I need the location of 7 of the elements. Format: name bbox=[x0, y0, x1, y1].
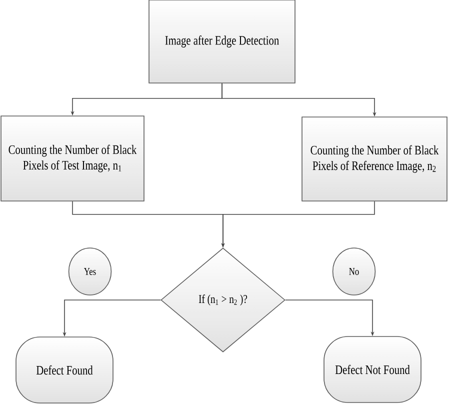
process-box: Image after Edge Detection bbox=[148, 0, 296, 84]
answer-oval: Yes bbox=[68, 248, 112, 296]
process-box: Counting the Number of Black Pixels of Reference Image, n$_{2}$ bbox=[302, 116, 448, 202]
terminal-box: Defect Found bbox=[16, 336, 114, 404]
terminal-box: Defect Not Found bbox=[324, 336, 422, 403]
process-box: Counting the Number of Black Pixels of Test Image, n$_{1}$ bbox=[0, 116, 144, 202]
answer-oval: No bbox=[332, 248, 376, 296]
